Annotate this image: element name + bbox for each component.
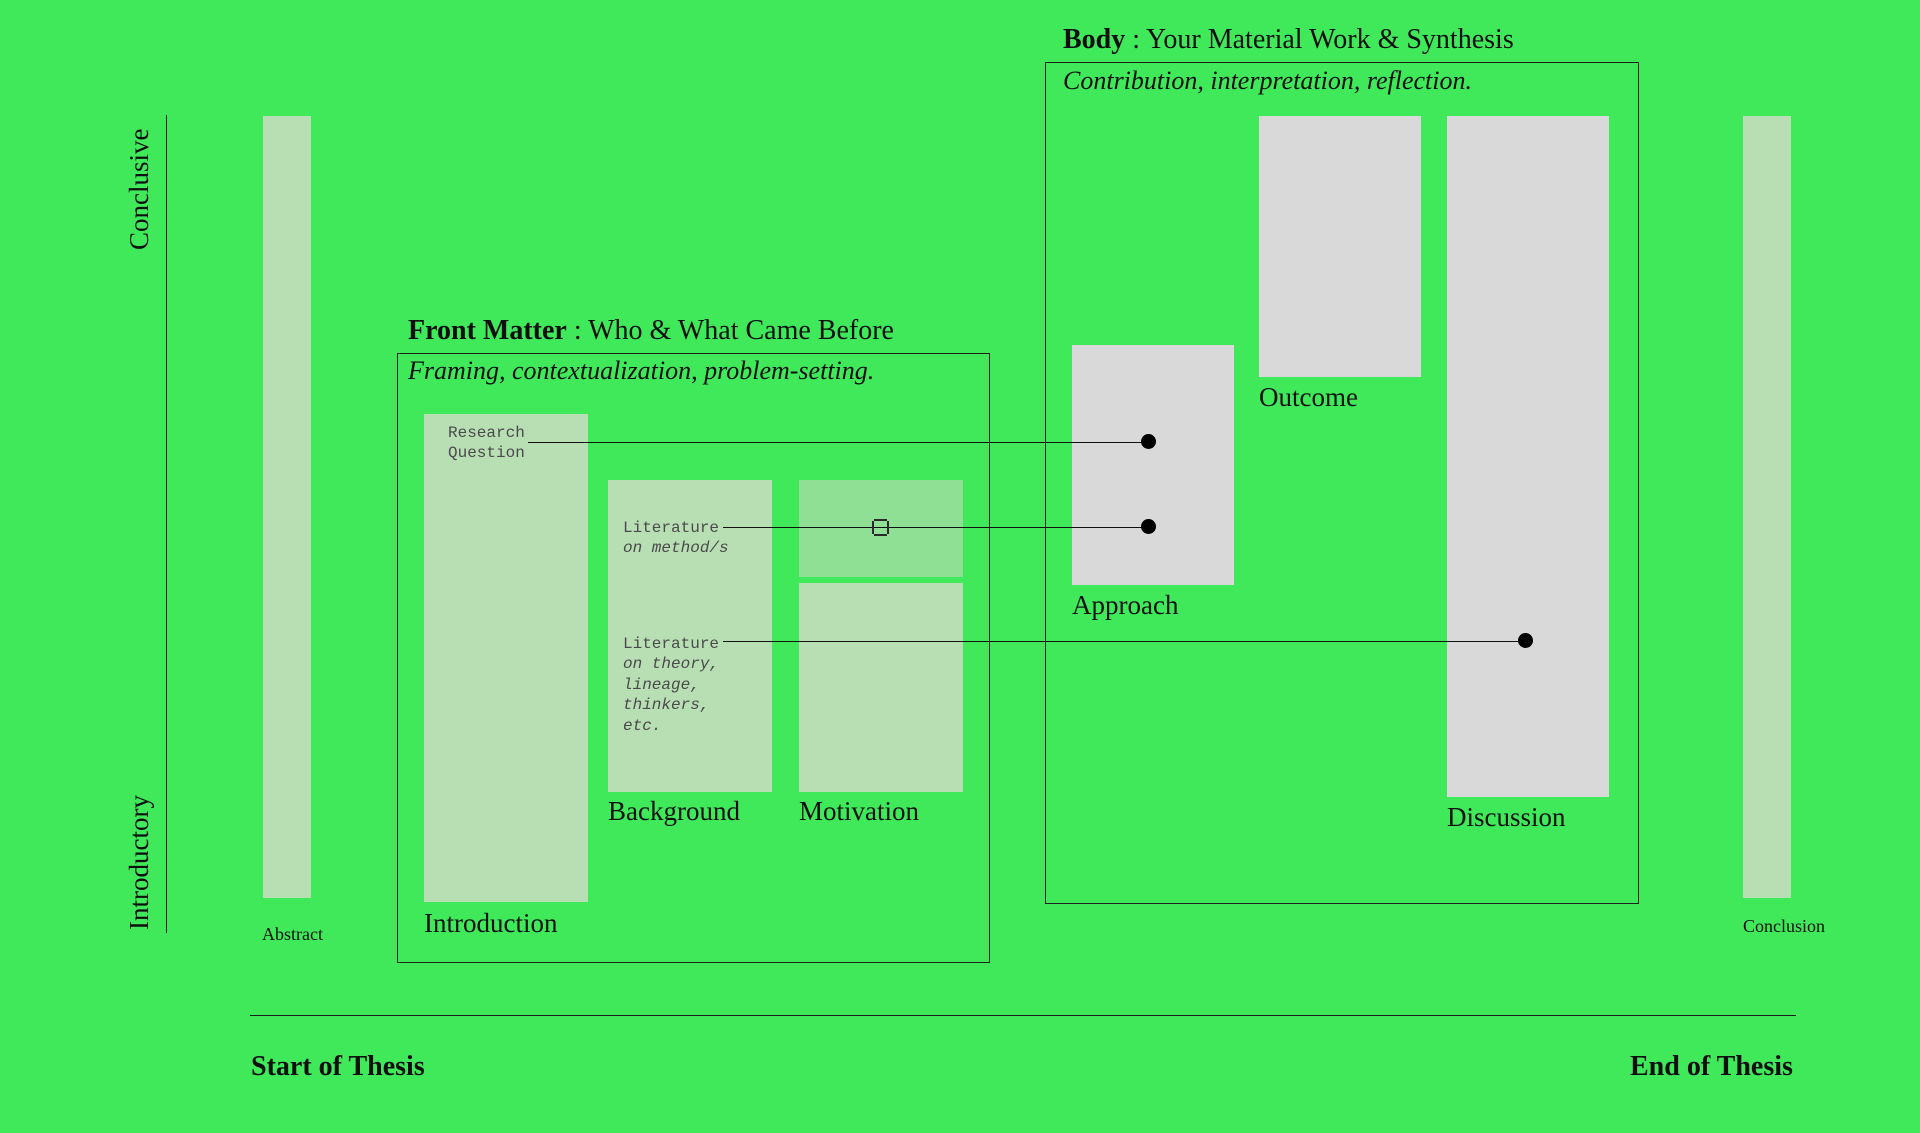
front-matter-title: Front Matter : Who & What Came Before <box>408 317 894 345</box>
background-bar[interactable] <box>608 480 772 792</box>
body-subtitle: Contribution, interpretation, reflection… <box>1063 66 1472 95</box>
literature-methods-line-1: Literature <box>623 519 720 537</box>
connector-endpoint-discussion <box>1518 633 1533 648</box>
literature-methods-line-2: on method/s <box>623 539 729 558</box>
connector-literature-theory-to-discussion <box>723 641 1518 642</box>
connector-literature-methods-to-approach <box>723 527 1148 528</box>
research-question-annotation: Research Question <box>448 423 525 464</box>
research-question-line-1: Research <box>448 424 525 442</box>
motivation-bar-upper[interactable] <box>799 480 963 577</box>
conclusion-label: Conclusion <box>1743 916 1826 936</box>
literature-theory-annotation: Literature on theory, lineage, thinkers,… <box>623 634 719 736</box>
conclusion-bar[interactable] <box>1743 116 1791 898</box>
literature-theory-line-3: lineage, <box>623 675 700 694</box>
outcome-bar[interactable] <box>1259 116 1421 377</box>
motivation-bar-lower[interactable] <box>799 583 963 792</box>
axis-label-introductory: Introductory <box>124 795 154 930</box>
background-label: Background <box>608 796 740 826</box>
front-matter-title-bold: Front Matter <box>408 315 567 346</box>
body-title-rest: : Your Material Work & Synthesis <box>1125 24 1514 55</box>
literature-theory-line-4: thinkers, <box>623 696 710 715</box>
abstract-label: Abstract <box>262 924 323 944</box>
body-title-bold: Body <box>1063 24 1126 55</box>
literature-theory-line-5: etc. <box>623 716 662 735</box>
motivation-label: Motivation <box>799 796 919 826</box>
axis-label-conclusive: Conclusive <box>124 128 154 251</box>
body-frame <box>1045 62 1639 904</box>
literature-theory-line-2: on theory, <box>623 655 720 674</box>
connector-endpoint-approach-upper <box>1141 434 1156 449</box>
body-title: Body : Your Material Work & Synthesis <box>1063 26 1514 54</box>
axis-label-start-of-thesis: Start of Thesis <box>251 1051 425 1082</box>
front-matter-title-rest: : Who & What Came Before <box>566 315 894 346</box>
literature-theory-line-1: Literature <box>623 635 720 653</box>
vertical-axis-line <box>166 115 167 933</box>
literature-methods-annotation: Literature on method/s <box>623 518 729 559</box>
introduction-label: Introduction <box>424 908 558 938</box>
approach-label: Approach <box>1072 590 1179 620</box>
axis-label-end-of-thesis: End of Thesis <box>1630 1051 1793 1082</box>
abstract-bar[interactable] <box>263 116 311 898</box>
front-matter-frame <box>397 353 990 963</box>
connector-endpoint-approach-lower <box>1141 519 1156 534</box>
front-matter-subtitle: Framing, contextualization, problem-sett… <box>408 356 875 385</box>
research-question-line-2: Question <box>448 444 525 463</box>
horizontal-axis-line <box>250 1015 1796 1016</box>
approach-bar[interactable] <box>1072 345 1234 585</box>
outcome-label: Outcome <box>1259 382 1358 412</box>
crosshair-cursor-icon <box>872 519 889 536</box>
discussion-bar[interactable] <box>1447 116 1609 797</box>
introduction-bar[interactable] <box>424 414 588 902</box>
discussion-label: Discussion <box>1447 802 1566 832</box>
connector-research-question-to-approach <box>528 442 1148 443</box>
